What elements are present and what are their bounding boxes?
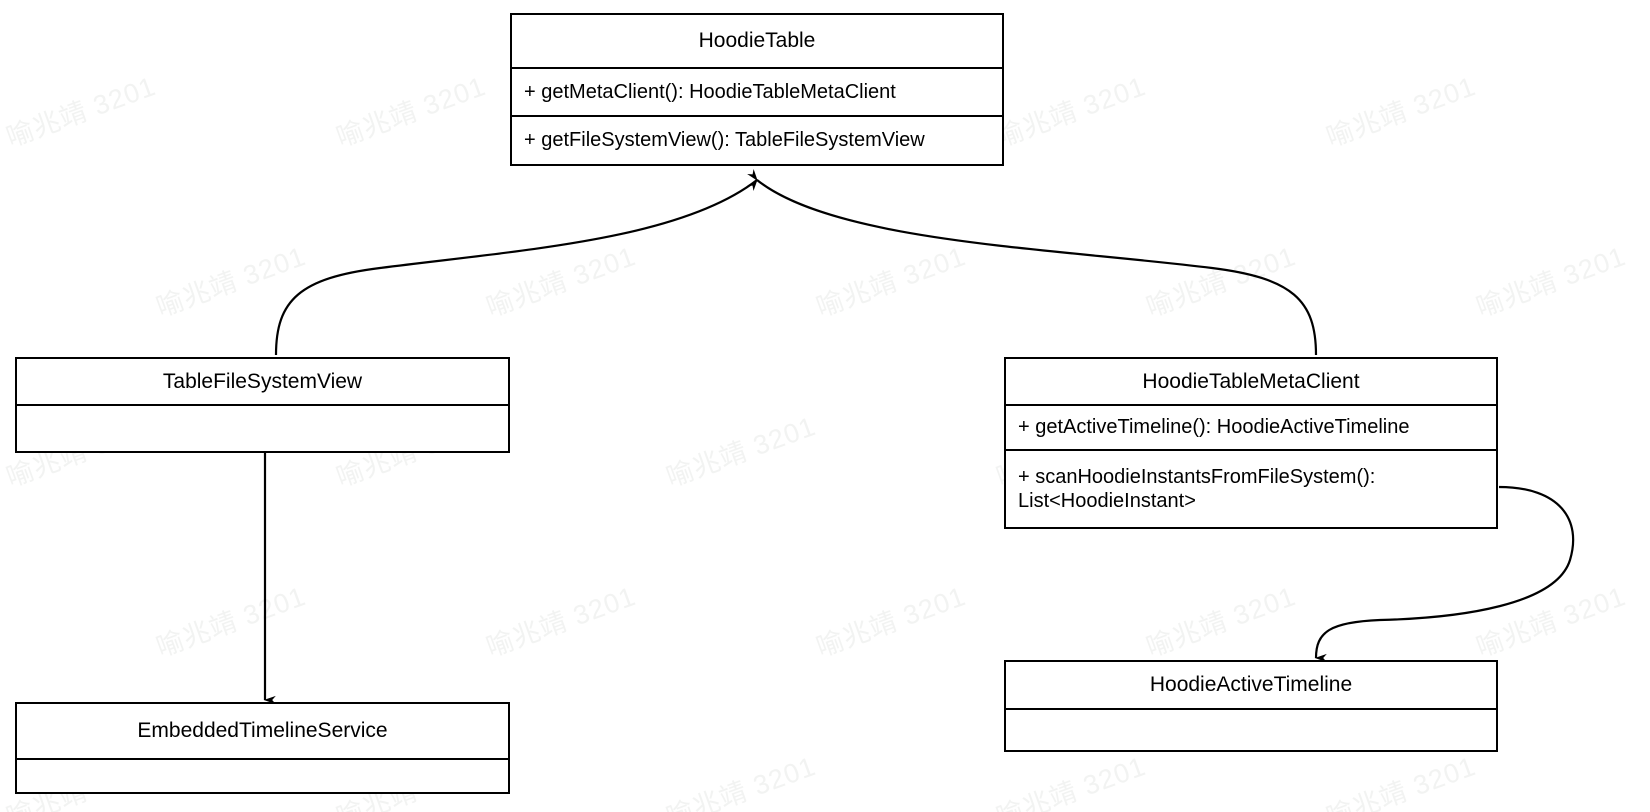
class-name-table-file-system-view: TableFileSystemView: [162, 369, 363, 393]
watermark-text: 喻兆靖 3201: [1142, 581, 1300, 663]
watermark-text: 喻兆靖 3201: [482, 241, 640, 323]
watermark-text: 喻兆靖 3201: [152, 241, 310, 323]
watermark-text: 喻兆靖 3201: [1142, 241, 1300, 323]
class-box-hoodie-active-timeline[interactable]: HoodieActiveTimeline: [1004, 660, 1498, 752]
watermark-text: 喻兆靖 3201: [1472, 581, 1630, 663]
watermark-text: 喻兆靖 3201: [662, 411, 820, 493]
class-name-hoodie-active-timeline: HoodieActiveTimeline: [1149, 673, 1353, 696]
watermark-text: 喻兆靖 3201: [332, 71, 490, 153]
class-box-hoodie-table[interactable]: HoodieTable + getMetaClient(): HoodieTab…: [510, 13, 1004, 166]
watermark-text: 喻兆靖 3201: [812, 241, 970, 323]
watermark-text: 喻兆靖 3201: [152, 581, 310, 663]
class-member: + getFileSystemView(): TableFileSystemVi…: [524, 129, 925, 152]
class-name-hoodie-table-meta-client: HoodieTableMetaClient: [1142, 369, 1360, 393]
watermark-text: 喻兆靖 3201: [992, 71, 1150, 153]
class-member-compartment: + getFileSystemView(): TableFileSystemVi…: [512, 115, 1002, 164]
class-member: + getMetaClient(): HoodieTableMetaClient: [524, 80, 896, 103]
class-name-embedded-timeline-service: EmbeddedTimelineService: [137, 719, 388, 742]
class-member-compartment: + scanHoodieInstantsFromFileSystem(): Li…: [1006, 449, 1496, 527]
edge-hoodie-table-meta-client-to-hoodie-table: [747, 179, 1318, 356]
watermark-text: 喻兆靖 3201: [662, 751, 820, 812]
watermark-text: 喻兆靖 3201: [482, 581, 640, 663]
watermark-text: 喻兆靖 3201: [2, 71, 160, 153]
class-name-hoodie-table: HoodieTable: [698, 29, 816, 52]
class-box-table-file-system-view[interactable]: TableFileSystemView: [15, 357, 510, 453]
edge-table-file-system-view-to-hoodie-table: [274, 168, 758, 356]
watermark-text: 喻兆靖 3201: [1322, 751, 1480, 812]
watermark-text: 喻兆靖 3201: [812, 581, 970, 663]
class-member-compartment: [17, 404, 508, 451]
class-member-compartment: + getActiveTimeline(): HoodieActiveTimel…: [1006, 404, 1496, 449]
watermark-text: 喻兆靖 3201: [1472, 241, 1630, 323]
class-member: + getActiveTimeline(): HoodieActiveTimel…: [1018, 416, 1410, 439]
class-member: + scanHoodieInstantsFromFileSystem(): Li…: [1018, 465, 1376, 512]
class-member-compartment: + getMetaClient(): HoodieTableMetaClient: [512, 67, 1002, 115]
class-member-compartment: [17, 758, 508, 792]
class-member-compartment: [1006, 708, 1496, 750]
watermark-text: 喻兆靖 3201: [992, 751, 1150, 812]
class-box-embedded-timeline-service[interactable]: EmbeddedTimelineService: [15, 702, 510, 794]
watermark-text: 喻兆靖 3201: [1322, 71, 1480, 153]
class-box-hoodie-table-meta-client[interactable]: HoodieTableMetaClient + getActiveTimelin…: [1004, 357, 1498, 529]
